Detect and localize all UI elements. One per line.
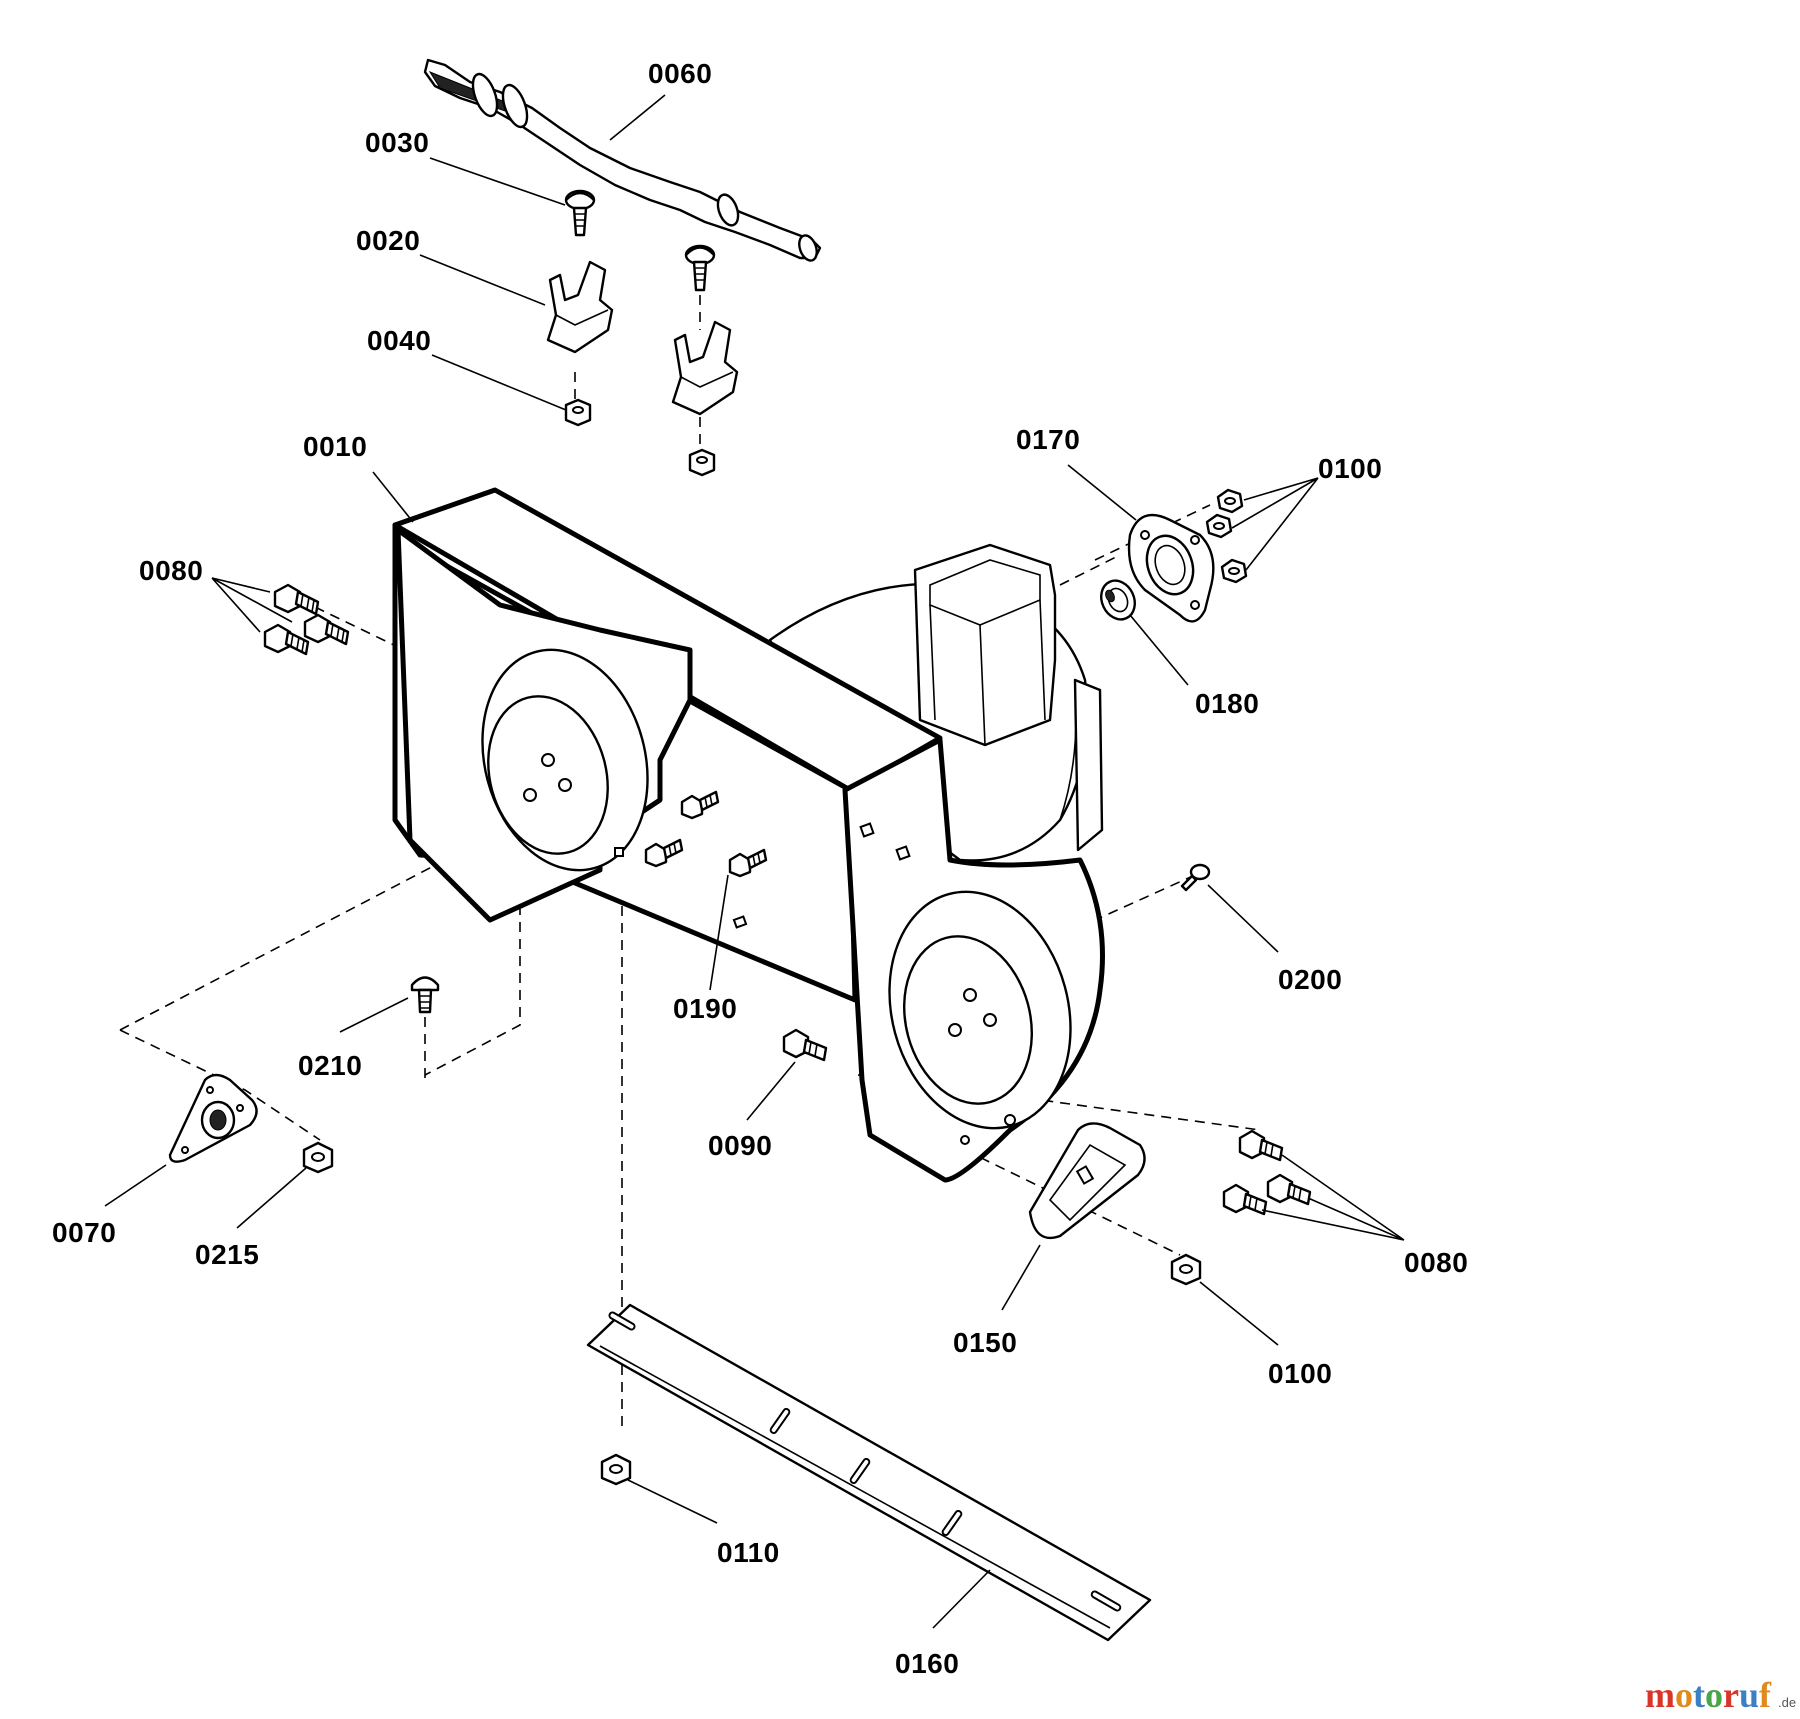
bracket-part-0020: [546, 260, 614, 354]
logo-letter: o: [1705, 1675, 1723, 1715]
callout-0170: 0170: [1016, 424, 1080, 455]
callout-0160: 0160: [895, 1648, 959, 1679]
bolt-set-part-0080-left: [263, 583, 350, 656]
handle-rod-part-0060: [423, 58, 822, 262]
callout-0070: 0070: [52, 1217, 116, 1248]
logo-letter: m: [1645, 1675, 1675, 1715]
callout-0080-right: 0080: [1404, 1247, 1468, 1278]
svg-text:motoruf: motoruf: [1645, 1675, 1772, 1715]
logo-suffix: .de: [1778, 1695, 1796, 1710]
bolt-set-part-0190: [644, 790, 768, 878]
nut-set-part-0100-top: [1205, 488, 1248, 584]
leader-lines: [104, 94, 1405, 1629]
bolt-part-0090: [782, 1028, 828, 1062]
bolt-set-part-0080-right: [1222, 1129, 1312, 1216]
bearing-plate-part-0070: [168, 1073, 258, 1163]
nut-part-0100-bottom: [1170, 1253, 1202, 1286]
nut-part-0040: [564, 398, 592, 427]
screw-part-0030: [564, 189, 596, 237]
callout-0060: 0060: [648, 58, 712, 89]
logo-letter: r: [1723, 1675, 1739, 1715]
callout-labels: 0060 0030 0020 0040 0010 0080 0170 0100 …: [52, 58, 1468, 1679]
callout-0200: 0200: [1278, 964, 1342, 995]
callout-0180: 0180: [1195, 688, 1259, 719]
callout-0110: 0110: [717, 1537, 780, 1568]
callout-0040: 0040: [367, 325, 431, 356]
auger-housing-part-0010: [392, 487, 1105, 1183]
callout-0190: 0190: [673, 993, 737, 1024]
nut-unlabeled: [688, 448, 716, 477]
skid-shoe-part-0150: [1028, 1122, 1146, 1240]
logo-letter: t: [1693, 1675, 1705, 1715]
bracket-unlabeled: [671, 320, 739, 416]
callout-0100-bottom: 0100: [1268, 1358, 1332, 1389]
logo-letter: f: [1759, 1675, 1772, 1715]
callout-0150: 0150: [953, 1327, 1017, 1358]
logo-letter: o: [1675, 1675, 1693, 1715]
scraper-bar-part-0160: [586, 1303, 1152, 1642]
callout-0100-top: 0100: [1318, 453, 1382, 484]
bearing-part-0180: [1100, 579, 1136, 621]
callout-0080-left: 0080: [139, 555, 203, 586]
nut-part-0110: [600, 1453, 632, 1486]
motoruf-watermark-logo: motoruf .de: [1645, 1675, 1796, 1715]
carriage-bolt-part-0210: [410, 976, 440, 1014]
bearing-flange-part-0170: [1127, 513, 1215, 623]
logo-letter: u: [1739, 1675, 1759, 1715]
screw-part-0200: [1180, 863, 1211, 892]
callout-0090: 0090: [708, 1130, 772, 1161]
callout-0215: 0215: [195, 1239, 259, 1270]
callout-0030: 0030: [365, 127, 429, 158]
callout-0020: 0020: [356, 225, 420, 256]
callout-0010: 0010: [303, 431, 367, 462]
callout-0210: 0210: [298, 1050, 362, 1081]
nut-part-0215: [302, 1141, 334, 1174]
screw-unlabeled: [684, 244, 716, 292]
